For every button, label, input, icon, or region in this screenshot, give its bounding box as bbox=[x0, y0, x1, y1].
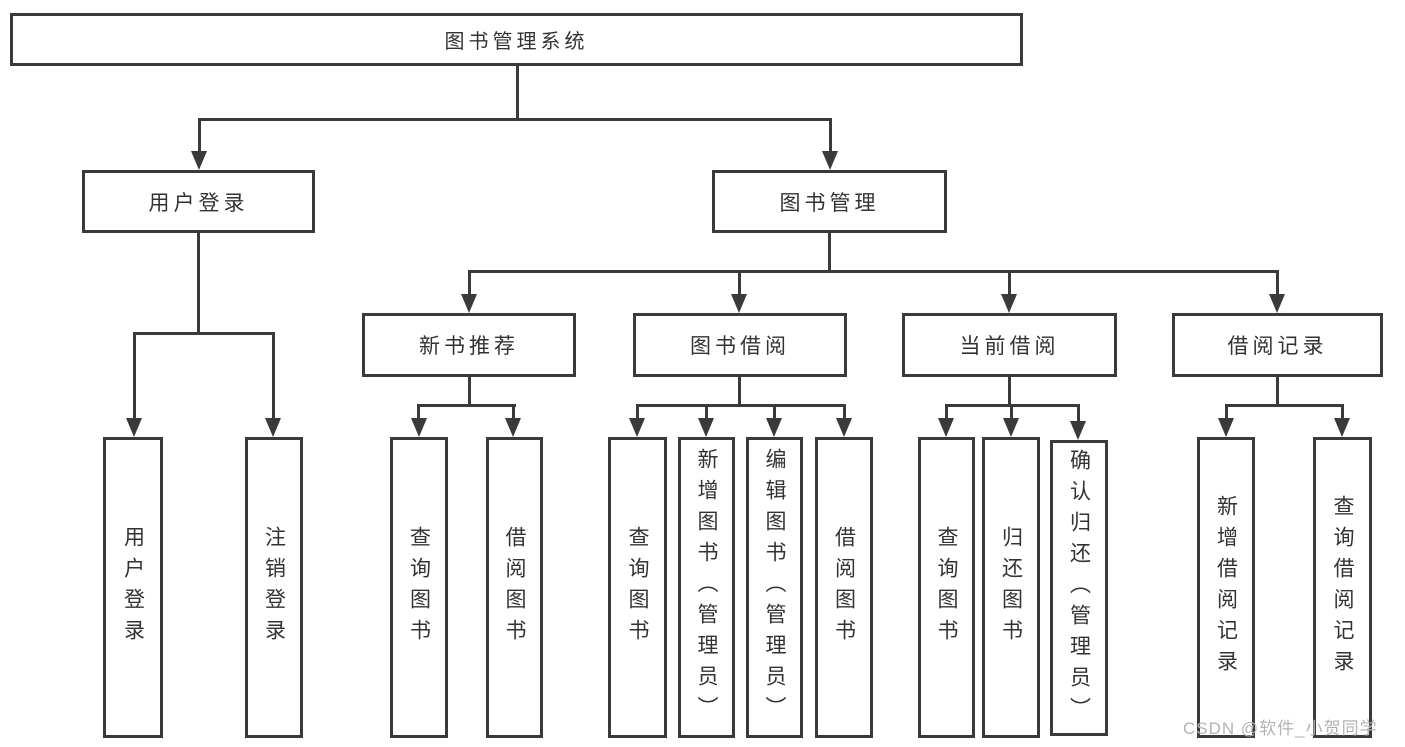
leaf-logout: 注销登录 bbox=[245, 437, 303, 738]
leaf-add-borrow-record-label: 新增借阅记录 bbox=[1214, 494, 1238, 681]
arrow-down-icon bbox=[1269, 294, 1285, 313]
node-book-borrowing: 图书借阅 bbox=[633, 313, 847, 377]
node-current-borrowing: 当前借阅 bbox=[902, 313, 1117, 377]
arrow-down-icon bbox=[1218, 418, 1234, 437]
connector-line bbox=[468, 270, 1279, 273]
connector-line bbox=[636, 404, 639, 420]
node-current-borrowing-label: 当前借阅 bbox=[959, 335, 1060, 358]
arrow-down-icon bbox=[1001, 294, 1017, 313]
leaf-query-borrow-record-label: 查询借阅记录 bbox=[1331, 494, 1354, 681]
leaf-add-books-admin: 新增图书（管理员） bbox=[678, 437, 735, 738]
connector-line bbox=[1276, 376, 1279, 406]
leaf-user-login: 用户登录 bbox=[103, 437, 163, 738]
node-root: 图书管理系统 bbox=[10, 13, 1023, 66]
connector-line bbox=[272, 332, 275, 420]
connector-line bbox=[1008, 270, 1011, 296]
connector-line bbox=[417, 404, 420, 420]
leaf-return-books-label: 归还图书 bbox=[999, 525, 1023, 650]
leaf-borrow-books-label: 借阅图书 bbox=[832, 525, 856, 650]
leaf-user-login-label: 用户登录 bbox=[121, 525, 145, 650]
leaf-logout-label: 注销登录 bbox=[262, 525, 286, 650]
arrow-down-icon bbox=[411, 418, 427, 437]
arrow-down-icon bbox=[836, 418, 852, 437]
arrow-down-icon bbox=[1070, 421, 1086, 440]
arrow-down-icon bbox=[461, 294, 477, 313]
node-book-management-label: 图书管理 bbox=[779, 191, 880, 215]
connector-line bbox=[636, 404, 846, 407]
leaf-edit-books-admin-label: 编辑图书（管理员） bbox=[763, 448, 786, 727]
connector-line bbox=[829, 118, 832, 153]
arrow-down-icon bbox=[265, 418, 281, 437]
node-new-book-recommendation-label: 新书推荐 bbox=[419, 335, 519, 358]
connector-line bbox=[133, 332, 136, 420]
arrow-down-icon bbox=[191, 151, 207, 170]
arrow-down-icon bbox=[1334, 418, 1350, 437]
leaf-query-books-borrowing-label: 查询图书 bbox=[626, 525, 649, 650]
leaf-query-books-current: 查询图书 bbox=[918, 437, 975, 738]
connector-line bbox=[133, 332, 275, 335]
connector-line bbox=[516, 66, 519, 120]
connector-line bbox=[1077, 404, 1080, 423]
leaf-add-borrow-record: 新增借阅记录 bbox=[1197, 437, 1255, 738]
watermark-text: CSDN @软件_小贺同学 bbox=[1183, 719, 1378, 738]
arrow-down-icon bbox=[1003, 418, 1019, 437]
node-root-label: 图书管理系统 bbox=[444, 31, 589, 53]
connector-line bbox=[828, 232, 831, 272]
leaf-borrow-books-recommend-label: 借阅图书 bbox=[503, 525, 526, 650]
connector-line bbox=[1225, 404, 1228, 420]
node-borrowing-records-label: 借阅记录 bbox=[1227, 335, 1328, 358]
connector-line bbox=[1341, 404, 1344, 420]
connector-line bbox=[512, 404, 515, 420]
leaf-borrow-books: 借阅图书 bbox=[815, 437, 873, 738]
connector-line bbox=[1276, 270, 1279, 296]
arrow-down-icon bbox=[731, 294, 747, 313]
connector-line bbox=[773, 404, 776, 420]
connector-line bbox=[705, 404, 708, 420]
connector-line bbox=[1010, 404, 1013, 420]
node-user-login: 用户登录 bbox=[82, 170, 315, 233]
connector-line bbox=[945, 404, 948, 420]
leaf-query-books-recommend-label: 查询图书 bbox=[407, 525, 431, 650]
arrow-down-icon bbox=[938, 418, 954, 437]
arrow-down-icon bbox=[698, 418, 714, 437]
arrow-down-icon bbox=[822, 151, 838, 170]
leaf-query-books-current-label: 查询图书 bbox=[935, 525, 958, 650]
leaf-confirm-return-admin-label: 确认归还（管理员） bbox=[1067, 448, 1091, 728]
leaf-add-books-admin-label: 新增图书（管理员） bbox=[695, 448, 718, 727]
connector-line bbox=[198, 118, 201, 153]
node-user-login-label: 用户登录 bbox=[148, 191, 249, 215]
connector-line bbox=[738, 376, 741, 406]
connector-line bbox=[1008, 376, 1011, 406]
connector-line bbox=[198, 118, 832, 121]
node-book-management: 图书管理 bbox=[712, 170, 947, 233]
leaf-borrow-books-recommend: 借阅图书 bbox=[486, 437, 543, 738]
connector-line bbox=[1225, 404, 1344, 407]
leaf-query-books-recommend: 查询图书 bbox=[390, 437, 448, 738]
arrow-down-icon bbox=[629, 418, 645, 437]
arrow-down-icon bbox=[766, 418, 782, 437]
connector-line bbox=[417, 404, 516, 407]
node-borrowing-records: 借阅记录 bbox=[1172, 313, 1383, 377]
arrow-down-icon bbox=[505, 418, 521, 437]
connector-line bbox=[468, 270, 471, 296]
leaf-edit-books-admin: 编辑图书（管理员） bbox=[746, 437, 803, 738]
connector-line bbox=[843, 404, 846, 420]
node-new-book-recommendation: 新书推荐 bbox=[362, 313, 576, 377]
connector-line bbox=[197, 232, 200, 334]
connector-line bbox=[468, 376, 471, 406]
leaf-query-borrow-record: 查询借阅记录 bbox=[1313, 437, 1372, 738]
arrow-down-icon bbox=[126, 418, 142, 437]
node-book-borrowing-label: 图书借阅 bbox=[690, 335, 790, 358]
leaf-return-books: 归还图书 bbox=[982, 437, 1040, 738]
leaf-confirm-return-admin: 确认归还（管理员） bbox=[1050, 440, 1108, 736]
connector-line bbox=[738, 270, 741, 296]
leaf-query-books-borrowing: 查询图书 bbox=[608, 437, 667, 738]
